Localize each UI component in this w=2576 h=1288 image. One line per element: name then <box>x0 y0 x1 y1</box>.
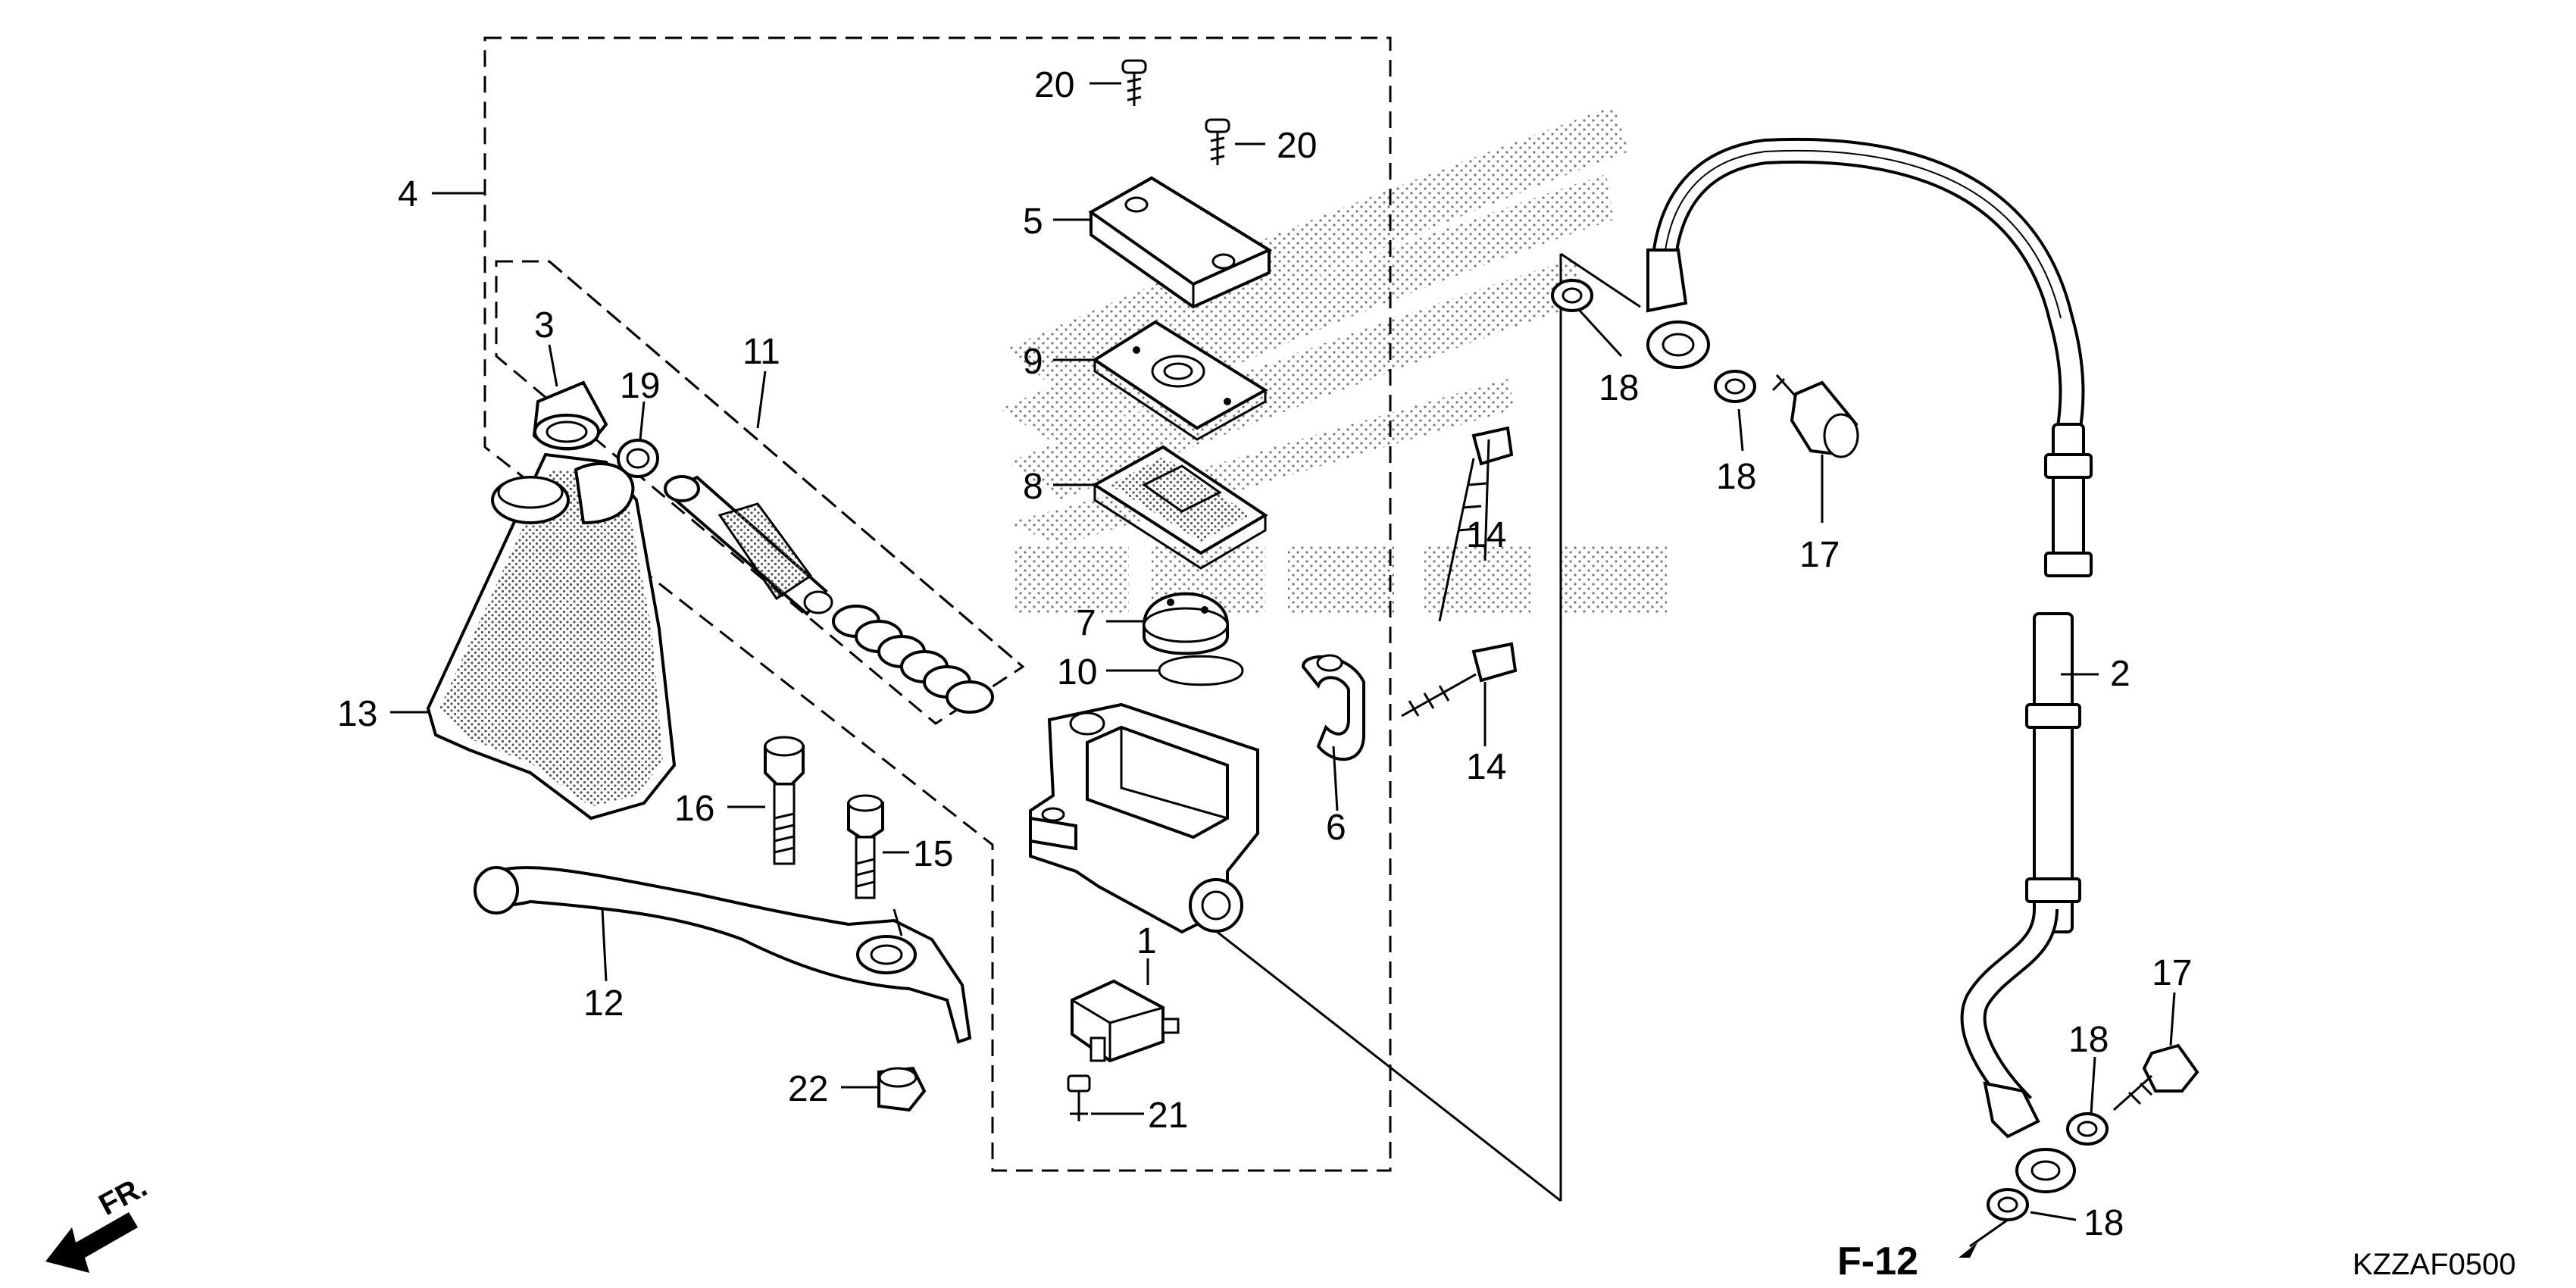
label-part-20-top: 20 <box>1034 65 1074 105</box>
piston-spring <box>832 605 994 714</box>
label-part-17-lower: 17 <box>2152 953 2192 993</box>
brake-hose <box>1646 137 2093 1193</box>
label-part-21: 21 <box>1148 1096 1188 1136</box>
label-part-14-lower: 14 <box>1466 747 1506 787</box>
bolt-14-lower <box>1401 642 1518 717</box>
label-part-22: 22 <box>788 1069 828 1109</box>
diaphragm <box>1092 445 1268 570</box>
label-part-1: 1 <box>1136 921 1157 961</box>
circlip-19 <box>617 439 659 478</box>
wing-logo-watermark <box>1000 106 1667 614</box>
label-part-6: 6 <box>1326 808 1346 848</box>
screw-21 <box>1067 1074 1091 1121</box>
dust-boot <box>532 380 608 451</box>
label-part-4: 4 <box>398 174 418 214</box>
pivot-bolt-16 <box>764 736 805 865</box>
label-part-10: 10 <box>1057 652 1097 692</box>
label-part-17-upper: 17 <box>1799 535 1840 575</box>
label-part-14-upper: 14 <box>1466 515 1506 555</box>
label-part-18-a: 18 <box>1599 368 1639 408</box>
brake-lever <box>474 866 972 1044</box>
label-part-8: 8 <box>1023 467 1043 507</box>
label-part-9: 9 <box>1023 342 1043 382</box>
label-part-16: 16 <box>674 789 714 829</box>
banjo-bolt-17-lower <box>2112 1043 2199 1111</box>
label-part-3: 3 <box>534 305 555 345</box>
holder-6 <box>1301 654 1365 761</box>
label-part-13: 13 <box>337 694 377 734</box>
label-part-12: 12 <box>583 983 624 1024</box>
label-part-18-b: 18 <box>1716 457 1756 497</box>
bolt-14-upper <box>1438 426 1514 622</box>
front-arrow <box>45 1212 138 1273</box>
reservoir-cap <box>1088 176 1273 309</box>
master-cylinder-body <box>1029 702 1259 934</box>
label-part-5: 5 <box>1023 202 1043 242</box>
reference-f12: F-12 <box>1837 1240 1918 1283</box>
banjo-bolt-17-upper <box>1771 374 1859 458</box>
screw-20-right <box>1205 118 1230 165</box>
label-part-18-d: 18 <box>2084 1203 2124 1243</box>
label-part-15: 15 <box>913 834 953 874</box>
nut-22 <box>877 1066 927 1112</box>
circlip-10 <box>1158 655 1244 686</box>
label-part-20-right: 20 <box>1277 126 1317 166</box>
piston-set <box>664 475 994 714</box>
washer-18-c <box>2066 1112 2109 1146</box>
washer-18-a <box>1551 279 1593 312</box>
label-part-7: 7 <box>1076 603 1096 643</box>
brake-switch <box>1071 979 1180 1063</box>
diaphragm-plate <box>1092 320 1268 441</box>
diagram-code: KZZAF0500 <box>2352 1248 2516 1281</box>
washer-18-b <box>1714 370 1756 403</box>
label-part-18-c: 18 <box>2068 1020 2109 1060</box>
honda-logo-watermark <box>1015 546 1667 614</box>
front-marker: FR. <box>94 1170 153 1222</box>
piston-cap <box>1143 592 1229 655</box>
pivot-bolt-15 <box>847 794 884 899</box>
lever-cover <box>426 452 677 821</box>
leader-lines <box>390 82 2176 1258</box>
label-part-2: 2 <box>2110 654 2131 694</box>
label-part-19: 19 <box>620 366 660 406</box>
label-part-11: 11 <box>742 332 780 372</box>
screw-20-top <box>1121 59 1147 106</box>
washer-18-d <box>1987 1188 2029 1221</box>
